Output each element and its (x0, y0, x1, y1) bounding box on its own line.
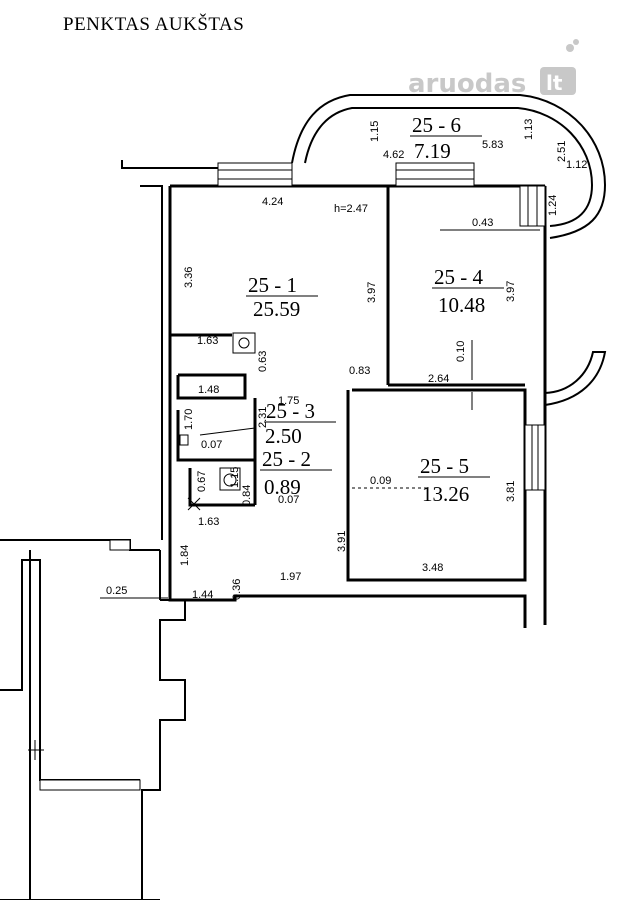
dim-label: 1.70 (183, 409, 195, 430)
dimension-leaders (100, 229, 540, 601)
balconies (291, 94, 607, 406)
dim-label: 1.48 (198, 384, 219, 396)
dim-label: 0.25 (106, 585, 127, 597)
watermark-badge-text: lt (546, 71, 563, 95)
dim-label: 1.15 (229, 467, 241, 488)
room-area-label: 7.19 (414, 139, 451, 163)
dim-label: 3.81 (505, 481, 517, 502)
dim-label: 1.15 (369, 121, 381, 142)
dim-label: 2.31 (257, 407, 269, 428)
dim-label: 2.64 (428, 373, 449, 385)
room-id-label: 25 - 5 (420, 454, 469, 478)
dim-label: 1.24 (547, 195, 559, 216)
room-labels: 25 - 1 25.59 25 - 3 2.50 25 - 2 0.89 25 … (246, 113, 504, 506)
dim-label: 3.36 (183, 267, 195, 288)
room-area-label: 2.50 (265, 424, 302, 448)
room-area-label: 0.89 (264, 475, 301, 499)
dim-label: 3.91 (336, 531, 348, 552)
room-id-label: 25 - 4 (434, 265, 483, 289)
dim-label: 0.10 (455, 341, 467, 362)
toilet-icon (219, 467, 241, 491)
dim-label: 0.43 (472, 217, 493, 229)
dim-label: 0.07 (278, 494, 299, 506)
dim-label: 5.83 (482, 139, 503, 151)
room-area-label: 13.26 (422, 482, 469, 506)
dimension-labels: 4.24 h=2.47 3.36 3.97 1.63 0.63 0.83 1.4… (106, 119, 587, 601)
room-area-label: 25.59 (253, 297, 300, 321)
dim-label: 0.07 (201, 439, 222, 451)
dim-label: 0.83 (349, 365, 370, 377)
dim-label: 0.36 (231, 579, 243, 600)
watermark-dot-icon (573, 39, 579, 45)
dim-label: 3.48 (422, 562, 443, 574)
watermark-badge (540, 67, 576, 95)
dim-label: 0.63 (257, 351, 269, 372)
fixtures (179, 332, 430, 511)
dim-label: 4.62 (383, 149, 404, 161)
dim-label: 1.63 (198, 516, 219, 528)
sink-drain-icon (238, 337, 250, 349)
room-id-label: 25 - 2 (262, 447, 311, 471)
watermark-dot-icon (566, 44, 574, 52)
room-id-label: 25 - 3 (266, 399, 315, 423)
dim-label: 4.24 (262, 196, 283, 208)
windows (39, 162, 546, 791)
ceiling-height-label: h=2.47 (334, 203, 368, 215)
room-area-label: 10.48 (438, 293, 485, 317)
dim-label: 1.44 (192, 589, 213, 601)
dim-label: 3.97 (366, 282, 378, 303)
dim-label: 0.84 (241, 485, 253, 506)
dim-label: 1.97 (280, 571, 301, 583)
dim-label: 0.09 (370, 475, 391, 487)
sink-icon (232, 332, 256, 354)
dim-label: 1.12 (566, 159, 587, 171)
dim-label: 1.63 (197, 335, 218, 347)
watermark: aruodas lt (408, 39, 579, 99)
room-id-label: 25 - 1 (248, 273, 297, 297)
dim-label: 1.13 (523, 119, 535, 140)
floor-title: PENKTAS AUKŠTAS (63, 14, 245, 35)
dim-label: 0.67 (196, 471, 208, 492)
room-id-label: 25 - 6 (412, 113, 461, 137)
dim-label: 1.84 (179, 545, 191, 566)
apartment-walls (168, 184, 547, 628)
dim-label: 2.51 (556, 141, 568, 162)
dim-label: 1.75 (278, 395, 299, 407)
dim-label: 3.97 (505, 281, 517, 302)
